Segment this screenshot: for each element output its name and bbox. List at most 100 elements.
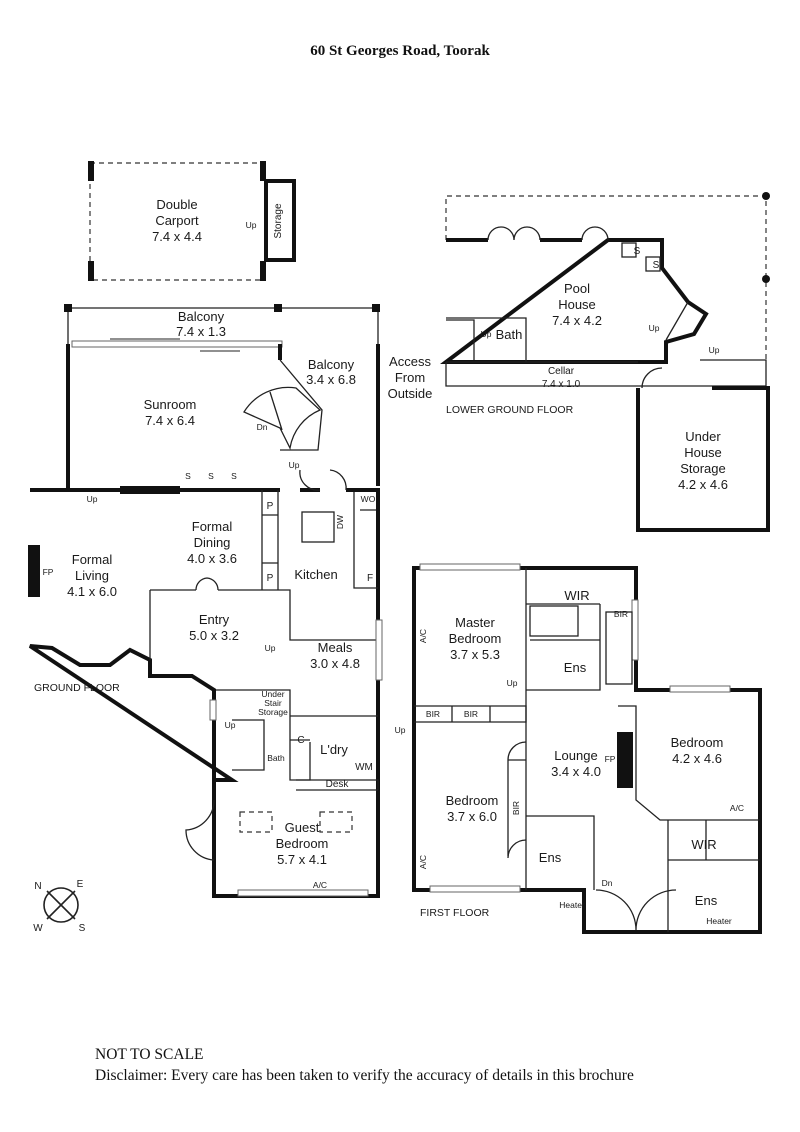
svg-text:Up: Up <box>649 323 660 333</box>
pool-house-label: Pool <box>564 281 590 296</box>
carport: Double Carport 7.4 x 4.4 Storage Up <box>88 161 296 281</box>
under-house-storage-label: Under <box>685 429 721 444</box>
bedroom-2-label: Bedroom <box>671 735 724 750</box>
ground-floor-label: GROUND FLOOR <box>34 682 120 694</box>
svg-text:3.4 x 6.8: 3.4 x 6.8 <box>306 372 356 387</box>
sunroom-label: Sunroom <box>144 397 197 412</box>
svg-text:Up: Up <box>225 720 236 730</box>
svg-text:A/C: A/C <box>730 803 744 813</box>
svg-text:A/C: A/C <box>418 629 428 643</box>
svg-text:Up: Up <box>395 725 406 735</box>
svg-text:5.7 x 4.1: 5.7 x 4.1 <box>277 852 327 867</box>
svg-text:4.2 x 4.6: 4.2 x 4.6 <box>678 477 728 492</box>
lower-ground-floor-label: LOWER GROUND FLOOR <box>446 404 574 416</box>
svg-text:Up: Up <box>87 494 98 504</box>
svg-text:4.2 x 4.6: 4.2 x 4.6 <box>672 751 722 766</box>
svg-text:FP: FP <box>605 754 616 764</box>
under-stair-storage-label: Under <box>261 689 284 699</box>
compass: N E W S <box>33 879 85 934</box>
disclaimer-text: Disclaimer: Every care has been taken to… <box>95 1067 634 1084</box>
guest-bedroom-label: Guest <box>285 820 320 835</box>
cellar-label: Cellar <box>548 366 575 377</box>
svg-text:Dining: Dining <box>194 535 231 550</box>
svg-text:7.4 x 4.4: 7.4 x 4.4 <box>152 229 202 244</box>
svg-text:S: S <box>208 471 214 481</box>
lower-ground-floor: Pool House 7.4 x 4.2 Bath Up Up S S Cell… <box>388 192 770 532</box>
svg-text:Storage: Storage <box>258 707 288 717</box>
carport-label: Double <box>156 197 197 212</box>
svg-text:P: P <box>267 573 274 584</box>
svg-text:Dn: Dn <box>602 878 613 888</box>
master-bedroom-label: Master <box>455 615 495 630</box>
svg-text:Heater: Heater <box>559 900 585 910</box>
svg-text:3.4 x 4.0: 3.4 x 4.0 <box>551 764 601 779</box>
formal-living-label: Formal <box>72 552 113 567</box>
svg-text:Up: Up <box>246 220 257 230</box>
svg-text:4.1 x 6.0: 4.1 x 6.0 <box>67 584 117 599</box>
compass-s: S <box>79 923 86 934</box>
ens-3-label: Ens <box>695 893 718 908</box>
svg-text:Heater: Heater <box>706 916 732 926</box>
meals-label: Meals <box>318 640 353 655</box>
svg-text:House: House <box>558 297 596 312</box>
svg-text:Carport: Carport <box>155 213 199 228</box>
svg-text:A/C: A/C <box>418 855 428 869</box>
svg-text:BIR: BIR <box>511 801 521 815</box>
svg-text:DW: DW <box>335 515 345 529</box>
svg-text:C: C <box>297 735 304 746</box>
svg-text:Living: Living <box>75 568 109 583</box>
svg-text:FP: FP <box>43 567 54 577</box>
pool-bath-label: Bath <box>496 327 523 342</box>
svg-text:7.4 x 4.2: 7.4 x 4.2 <box>552 313 602 328</box>
svg-text:Stair: Stair <box>264 698 282 708</box>
svg-text:Bedroom: Bedroom <box>276 836 329 851</box>
svg-text:3.7 x 6.0: 3.7 x 6.0 <box>447 809 497 824</box>
svg-text:7.4 x 1.3: 7.4 x 1.3 <box>176 324 226 339</box>
svg-text:Outside: Outside <box>388 386 433 401</box>
svg-text:Up: Up <box>265 643 276 653</box>
access-label: Access <box>389 354 431 369</box>
svg-text:Up: Up <box>507 678 518 688</box>
svg-text:S: S <box>634 246 641 257</box>
compass-e: E <box>77 879 84 890</box>
formal-dining-label: Formal <box>192 519 233 534</box>
svg-text:Up: Up <box>481 329 492 339</box>
entry-label: Entry <box>199 612 230 627</box>
svg-text:F: F <box>367 573 373 584</box>
compass-w: W <box>33 923 43 934</box>
wir-1-label: WIR <box>564 588 589 603</box>
first-floor: Master Bedroom 3.7 x 5.3 WIR Ens BIR BIR… <box>412 563 762 934</box>
ens-1-label: Ens <box>564 660 587 675</box>
svg-text:BIR: BIR <box>464 709 478 719</box>
svg-text:S: S <box>653 260 660 271</box>
desk-label: Desk <box>326 779 350 790</box>
svg-text:7.4 x 6.4: 7.4 x 6.4 <box>145 413 195 428</box>
svg-text:Bedroom: Bedroom <box>449 631 502 646</box>
balcony-2-label: Balcony <box>308 357 355 372</box>
svg-text:3.0 x 4.8: 3.0 x 4.8 <box>310 656 360 671</box>
svg-text:BIR: BIR <box>614 609 628 619</box>
guest-bath-label: Bath <box>267 753 285 763</box>
laundry-label: L'dry <box>320 742 348 757</box>
svg-text:WM: WM <box>355 762 373 773</box>
svg-text:S: S <box>231 471 237 481</box>
svg-text:Storage: Storage <box>680 461 726 476</box>
bedroom-3-label: Bedroom <box>446 793 499 808</box>
svg-text:BIR: BIR <box>426 709 440 719</box>
svg-text:4.0 x 3.6: 4.0 x 3.6 <box>187 551 237 566</box>
ground-floor: Balcony 7.4 x 1.3 Sunroom 7.4 x 6.4 Balc… <box>28 304 406 898</box>
svg-text:House: House <box>684 445 722 460</box>
svg-text:Up: Up <box>289 460 300 470</box>
svg-text:WO: WO <box>361 494 376 504</box>
svg-text:3.7 x 5.3: 3.7 x 5.3 <box>450 647 500 662</box>
first-floor-label: FIRST FLOOR <box>420 907 490 919</box>
ens-2-label: Ens <box>539 850 562 865</box>
property-address: 60 St Georges Road, Toorak <box>310 43 490 59</box>
svg-text:A/C: A/C <box>313 880 327 890</box>
svg-text:P: P <box>267 501 274 512</box>
svg-text:Dn: Dn <box>257 422 268 432</box>
svg-text:5.0 x 3.2: 5.0 x 3.2 <box>189 628 239 643</box>
kitchen-label: Kitchen <box>294 567 337 582</box>
carport-storage-label: Storage <box>273 203 284 238</box>
